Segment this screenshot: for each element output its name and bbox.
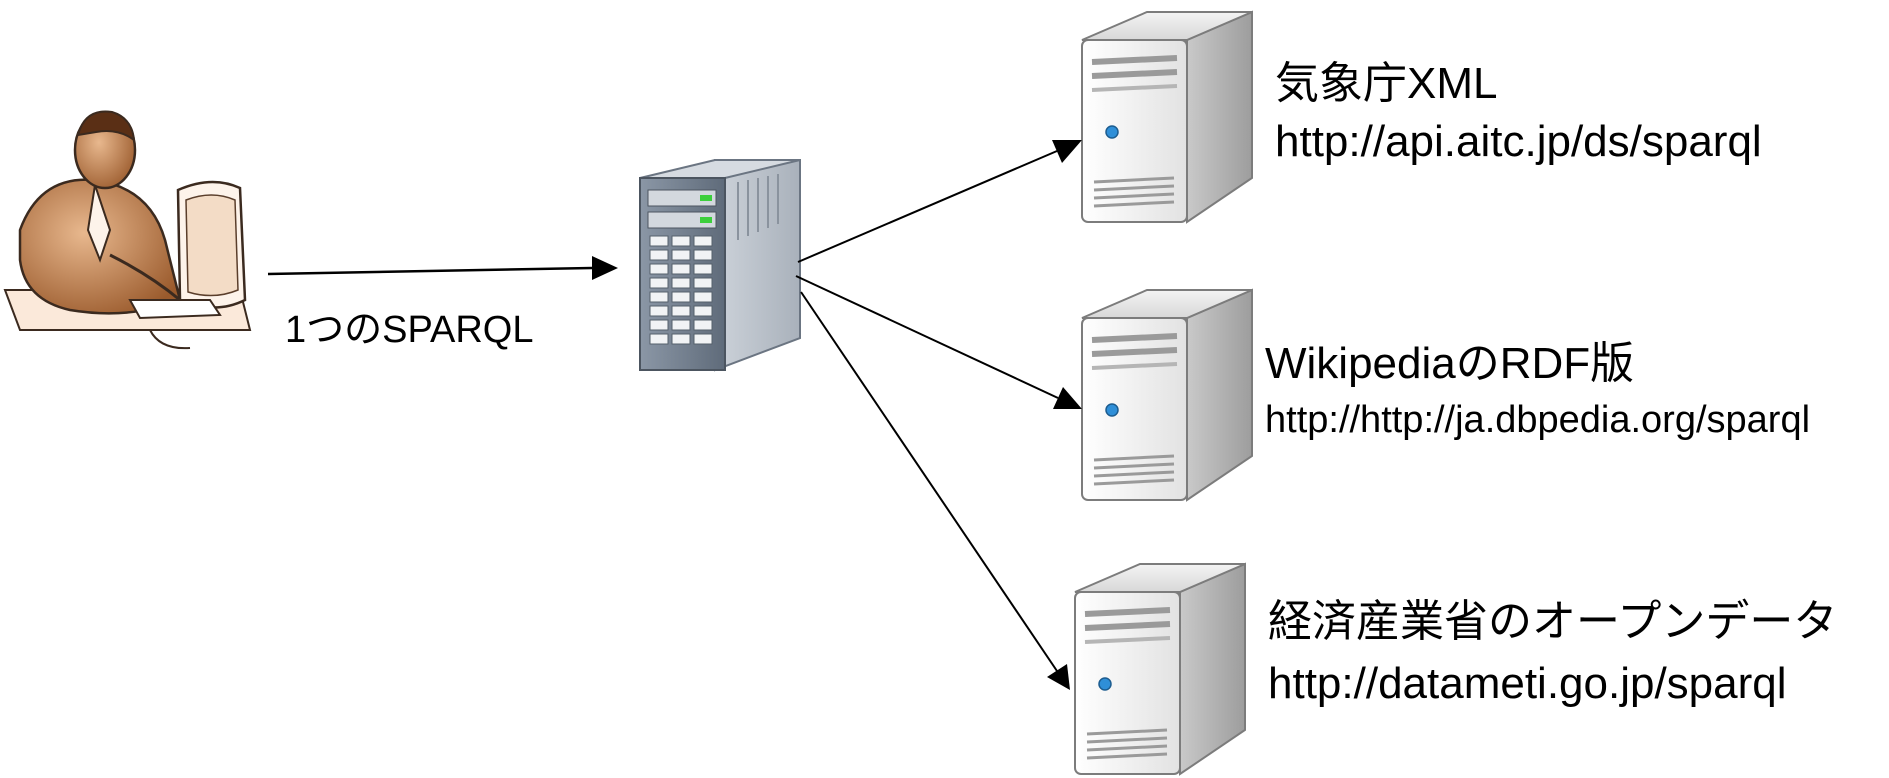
- endpoint-2-url: http://http://ja.dbpedia.org/sparql: [1265, 399, 1811, 441]
- drive-grid: [649, 235, 713, 345]
- person-at-computer-icon: [3, 110, 252, 350]
- endpoint-1-name: 気象庁XML: [1275, 59, 1498, 108]
- endpoint-3-name: 経済産業省のオープンデータ: [1268, 597, 1838, 646]
- tower-server-icon: [1075, 564, 1245, 774]
- endpoint-1-url: http://api.aitc.jp/ds/sparql: [1275, 117, 1762, 166]
- arrow-user-to-server: [267, 256, 618, 280]
- tower-server-icon: [1082, 12, 1252, 222]
- arrow-server-to-endpoint-3: [800, 291, 1070, 690]
- arrow-server-to-endpoint-2: [795, 275, 1082, 409]
- query-label: 1つのSPARQL: [285, 309, 534, 351]
- endpoint-2-name: WikipediaのRDF版: [1265, 339, 1635, 388]
- tower-server-icon: [1082, 290, 1252, 500]
- arrow-server-to-endpoint-1: [797, 140, 1082, 263]
- server-rack-icon: [639, 159, 801, 372]
- endpoint-3-url: http://datameti.go.jp/sparql: [1268, 659, 1787, 708]
